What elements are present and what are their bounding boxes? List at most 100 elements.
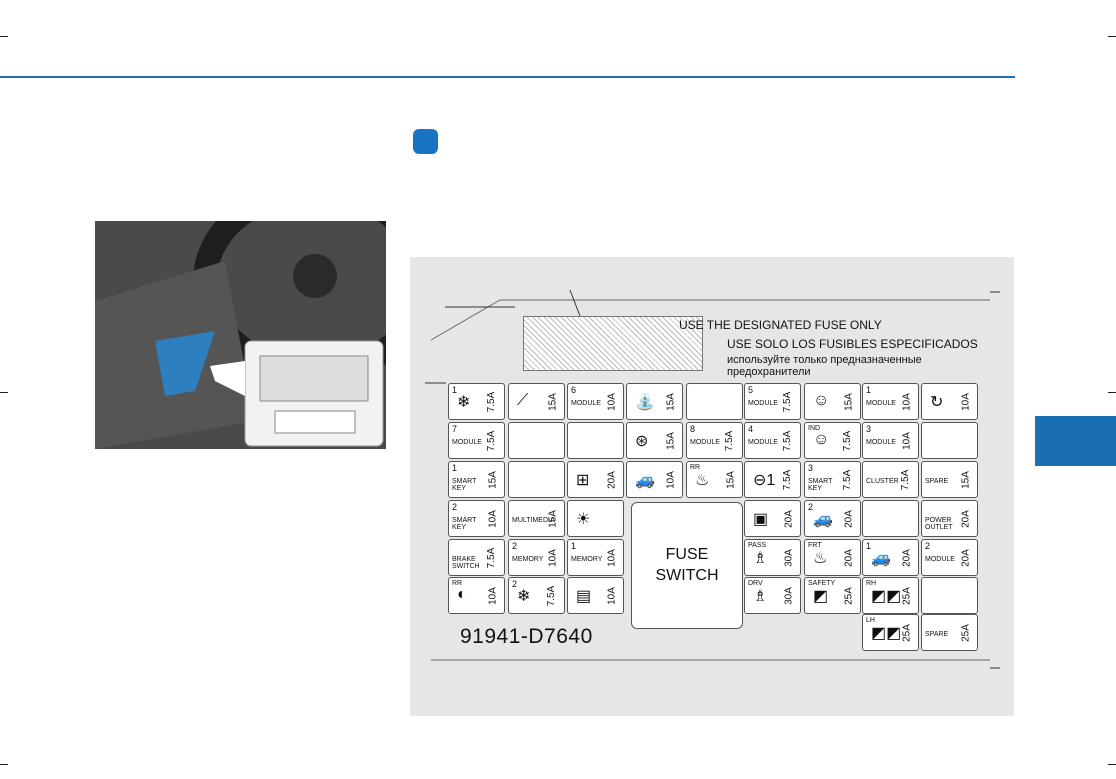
fuse-cell-empty <box>921 422 978 459</box>
fuse-amperage: 10A <box>665 470 677 489</box>
warning-es: USE SOLO LOS FUSIBLES ESPECIFICADOS <box>727 337 978 351</box>
label-area <box>523 316 703 371</box>
car-icon: 🚙 <box>871 550 891 567</box>
fuse-amperage: 15A <box>547 509 559 528</box>
dashboard-photo <box>95 221 386 449</box>
callout-badge <box>413 129 438 154</box>
seat-icon: ♗ <box>753 550 768 567</box>
fuse-cell: 2❄7.5A <box>508 577 565 614</box>
fuse-amperage: 25A <box>901 623 913 642</box>
fuse-amperage: 15A <box>665 431 677 450</box>
fuse-amperage: 15A <box>487 470 499 489</box>
fuse-number: 3 <box>808 463 814 473</box>
fuse-number: 1 <box>571 541 577 551</box>
fuse-amperage: 15A <box>547 392 559 411</box>
fuse-amperage: 7.5A <box>486 430 498 451</box>
fuse-amperage: 7.5A <box>486 547 498 568</box>
chapter-tab <box>1035 416 1116 466</box>
windows-icon: ◩◩ <box>871 625 902 642</box>
warning-ru-2: предохранители <box>727 366 811 378</box>
fuse-amperage: 20A <box>901 548 913 567</box>
fuse-label: MODULE <box>866 439 896 446</box>
fuse-amperage: 7.5A <box>782 391 794 412</box>
fuse-label: DRV <box>748 580 763 587</box>
crop-mark <box>0 764 8 765</box>
fuse-amperage: 15A <box>960 470 972 489</box>
fuse-switch-line-1: FUSE <box>665 545 709 563</box>
crop-mark <box>0 392 8 393</box>
door-lock-icon: ▣ <box>753 511 769 528</box>
fuse-label: MODULE <box>452 439 482 446</box>
fuse-amperage: 7.5A <box>900 469 912 490</box>
fuse-cell-empty <box>921 577 978 614</box>
fuse-number: 2 <box>452 502 458 512</box>
fuse-amperage: 7.5A <box>546 585 558 606</box>
fuse-amperage: 10A <box>901 392 913 411</box>
fuse-amperage: 15A <box>725 470 737 489</box>
fuse-cell-empty <box>508 422 565 459</box>
rotate-icon: ↻ <box>930 394 944 411</box>
fuse-amperage: 7.5A <box>842 430 854 451</box>
fuse-label: SMART KEY <box>808 478 833 492</box>
fog-lamp-icon: ◐ <box>457 586 467 603</box>
fuse-cell: ⛲15A <box>626 383 683 420</box>
fuse-cell: LH◩◩25A <box>862 614 919 651</box>
fuse-cell: SPARE 15A <box>921 461 978 498</box>
fuse-label: POWER OUTLET <box>925 517 953 531</box>
fuse-number: 2 <box>808 502 814 512</box>
fuse-cell: ⊞20A <box>567 461 624 498</box>
fuse-cell: SAFETY◩25A <box>804 577 861 614</box>
fuse-label: PASS <box>748 542 767 549</box>
fuse-switch-line-2: SWITCH <box>655 566 719 584</box>
fuse-number: 6 <box>571 385 577 395</box>
fuse-amperage: 20A <box>783 509 795 528</box>
fuse-amperage: 10A <box>487 586 499 605</box>
fuse-amperage: 15A <box>843 392 855 411</box>
fuse-number: 1 <box>452 385 458 395</box>
fuse-cell: ⟋15A <box>508 383 565 420</box>
fuse-amperage: 20A <box>960 548 972 567</box>
fuse-cell: RR◐10A <box>448 577 505 614</box>
fuse-label: MEMORY <box>512 556 544 563</box>
fuse-label: SAFETY <box>808 580 836 587</box>
fuse-switch: FUSE SWITCH <box>631 502 743 629</box>
fuse-number: 4 <box>748 424 754 434</box>
fuse-label: MODULE <box>748 439 778 446</box>
fuse-amperage: 7.5A <box>486 391 498 412</box>
fuse-amperage: 15A <box>665 392 677 411</box>
fuse-label: SPARE <box>925 478 949 485</box>
warning-en: USE THE DESIGNATED FUSE ONLY <box>679 318 882 332</box>
seat-heat-icon: ♨ <box>695 472 710 489</box>
fuse-amperage: 10A <box>606 586 618 605</box>
steering-heat-icon: ⊛ <box>635 433 649 450</box>
fuse-number: 1 <box>866 385 872 395</box>
car-icon: 🚙 <box>813 511 833 528</box>
seat-heat-icon: ♨ <box>813 550 828 567</box>
fuse-number: 7 <box>452 424 458 434</box>
fuse-cell: PASS♗30A <box>744 539 801 576</box>
fuse-cell: ⊛ 15A <box>626 422 683 459</box>
fuse-cell: RR♨15A <box>686 461 743 498</box>
snowflake-icon: ❄ <box>457 394 471 411</box>
fuse-cell: 🚙10A <box>626 461 683 498</box>
fuse-cell: 1❄ 7.5A <box>448 383 505 420</box>
fuse-amperage: 10A <box>960 392 972 411</box>
crop-mark <box>0 36 8 37</box>
fuse-amperage: 25A <box>901 586 913 605</box>
warning-ru-1: используйте только предназначенные <box>727 354 922 366</box>
fuse-amperage: 10A <box>487 509 499 528</box>
fuse-cell: IND☺7.5A <box>804 422 861 459</box>
part-number: 91941-D7640 <box>460 625 593 648</box>
fuse-cell-empty <box>508 461 565 498</box>
windows-icon: ◩◩ <box>871 588 902 605</box>
